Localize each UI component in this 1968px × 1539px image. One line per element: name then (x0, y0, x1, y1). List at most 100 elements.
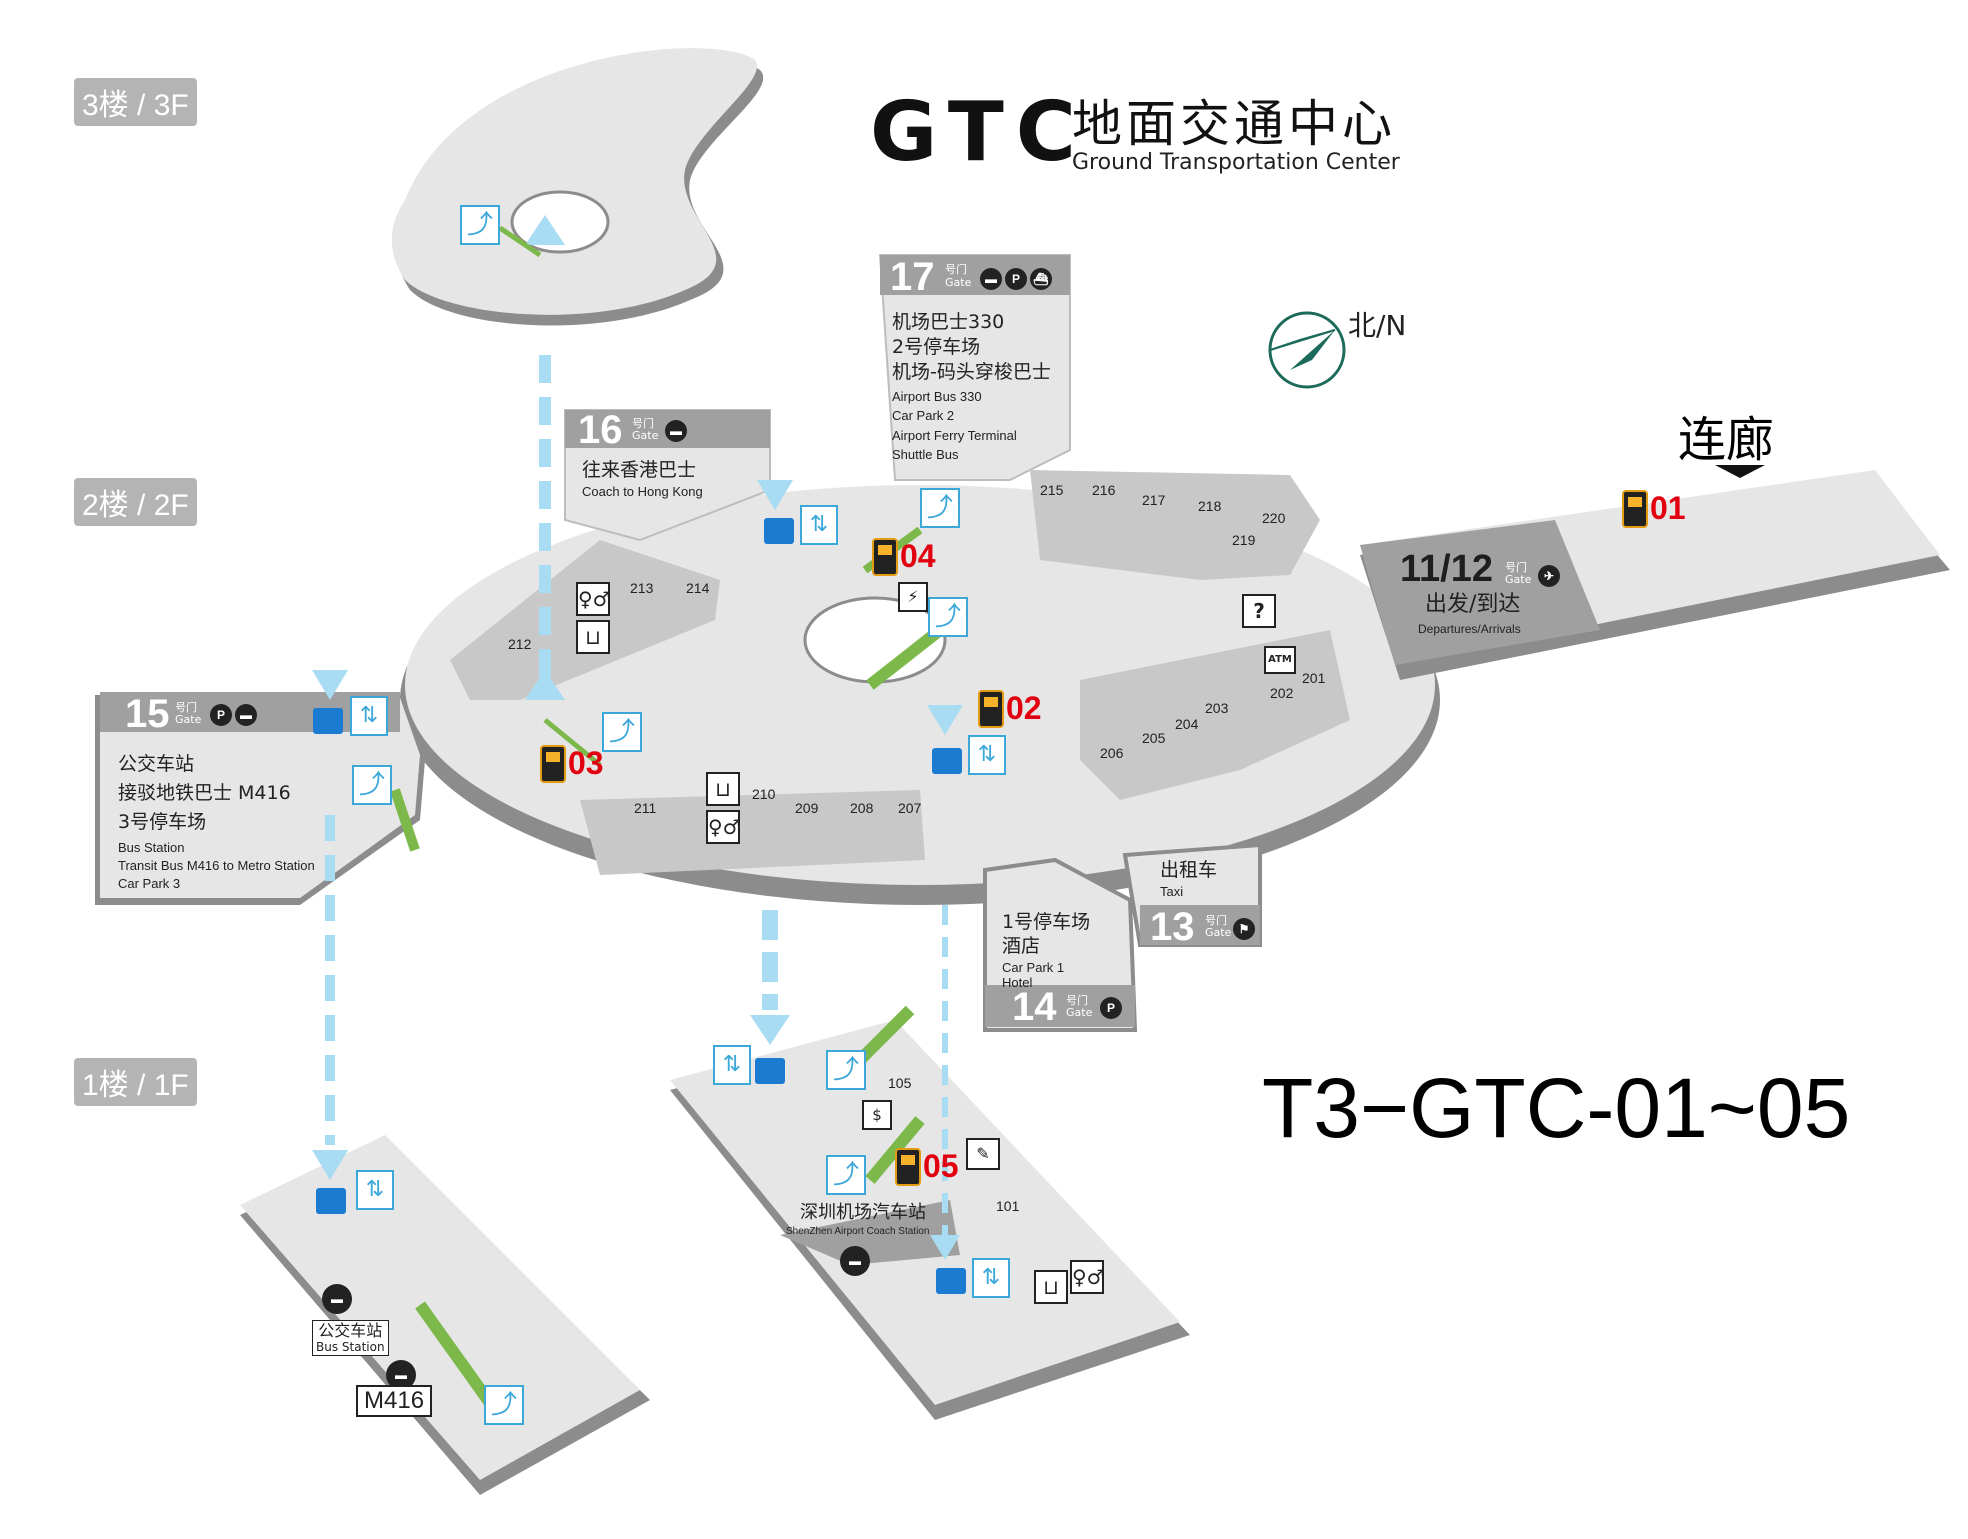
gate-17-number: 17 (890, 255, 935, 299)
bus-icon: ▬ (322, 1284, 352, 1314)
toilet-icon: ♀♂ (1070, 1260, 1105, 1294)
gate-15-line-3: 3号停车场 (118, 811, 207, 833)
escalator-icon[interactable]: ⤴ (602, 712, 642, 752)
room-215: 215 (1040, 482, 1064, 498)
machine-02[interactable]: 02 (1006, 690, 1042, 726)
gate-14-number: 14 (1012, 985, 1057, 1029)
bus-station-en: Bus Station (316, 1340, 385, 1354)
luggage-icon (932, 748, 962, 774)
map-code: T3−GTC-01~05 (1262, 1061, 1851, 1155)
gate-15-en: Gate (175, 713, 202, 726)
bus-icon: ▬ (980, 268, 1002, 290)
room-201: 201 (1302, 670, 1326, 686)
gate-13-line-1: 出租车 (1160, 859, 1218, 881)
room-202: 202 (1270, 685, 1294, 701)
room-105: 105 (888, 1075, 912, 1091)
gate-15-en-1: Bus Station (118, 840, 185, 855)
drinking-water-icon: ⊔ (1034, 1270, 1068, 1304)
gate-14-en-2: Hotel (1002, 975, 1033, 990)
room-204: 204 (1175, 716, 1199, 732)
gate-14-cn: 号门 (1066, 994, 1088, 1007)
escalator-icon[interactable]: ⤴ (460, 205, 500, 245)
gate-16-number: 16 (578, 408, 623, 452)
floor-tag-2f: 2楼 / 2F (74, 478, 197, 526)
gate-16-line-1: 往来香港巴士 (582, 459, 697, 481)
elevator-icon[interactable]: ⇅ (972, 1258, 1010, 1298)
gate-17-cn: 号门 (945, 263, 967, 276)
escalator-icon[interactable]: ⤴ (920, 488, 960, 528)
toilet-icon: ♀♂ (706, 810, 741, 844)
atm-icon[interactable]: ATM (1264, 646, 1296, 674)
ticket-machine-icon (1622, 490, 1648, 528)
luggage-icon (313, 708, 343, 734)
title-abbr: GTC (870, 85, 1088, 180)
floor-tag-1f: 1楼 / 1F (74, 1058, 197, 1106)
machine-04[interactable]: 04 (900, 538, 936, 574)
ticket-machine-icon (895, 1148, 921, 1186)
gate-14-line-1: 1号停车场 (1002, 911, 1091, 933)
gate-17-en-4: Shuttle Bus (892, 447, 959, 462)
charging-icon: ⚡ (898, 582, 928, 612)
coach-station-cn: 深圳机场汽车站 (800, 1202, 926, 1223)
bus-route-label: M416 (356, 1385, 433, 1417)
corridor-label: 连廊 (1678, 412, 1775, 468)
info-icon[interactable]: ? (1242, 594, 1276, 628)
ticket-machine-icon (978, 690, 1004, 728)
room-216: 216 (1092, 482, 1116, 498)
gate-16-en: Gate (632, 429, 659, 442)
gate-1112-number: 11/12 (1400, 548, 1493, 590)
room-217: 217 (1142, 492, 1166, 508)
room-213: 213 (630, 580, 654, 596)
gate-17-en-3: Airport Ferry Terminal (892, 428, 1017, 443)
ferry-icon: ⛴ (1030, 268, 1052, 290)
elevator-icon[interactable]: ⇅ (350, 696, 388, 736)
title-en: Ground Transportation Center (1072, 150, 1400, 175)
gate-17-line-2: 2号停车场 (892, 336, 981, 358)
gate-13-en: Gate (1205, 926, 1232, 939)
bus-icon: ▬ (840, 1246, 870, 1276)
gate-13-cn: 号门 (1205, 914, 1227, 927)
ticket-machine-icon (872, 538, 898, 576)
gate-17-line-1: 机场巴士330 (892, 311, 1005, 333)
escalator-icon[interactable]: ⤴ (826, 1050, 866, 1090)
room-205: 205 (1142, 730, 1166, 746)
gate-14-line-2: 酒店 (1002, 935, 1041, 957)
elevator-icon[interactable]: ⇅ (356, 1170, 394, 1210)
drinking-water-icon: ⊔ (576, 620, 610, 654)
escalator-icon[interactable]: ⤴ (928, 597, 968, 637)
escalator-icon[interactable]: ⤴ (484, 1385, 524, 1425)
title-cn: 地面交通中心 (1072, 95, 1396, 153)
gate-15-line-2: 接驳地铁巴士 M416 (118, 782, 291, 804)
gate-16-en-1: Coach to Hong Kong (582, 484, 703, 499)
floor-tag-3f: 3楼 / 3F (74, 78, 197, 126)
room-206: 206 (1100, 745, 1124, 761)
gate-15-en-3: Car Park 3 (118, 876, 181, 891)
toilet-icon: ♀♂ (576, 582, 611, 616)
escalator-icon[interactable]: ⤴ (826, 1155, 866, 1195)
elevator-icon[interactable]: ⇅ (713, 1045, 751, 1085)
luggage-icon (755, 1058, 785, 1084)
machine-05[interactable]: 05 (923, 1148, 959, 1184)
bus-icon: ▬ (665, 420, 687, 442)
parking-icon: P (1005, 268, 1027, 290)
elevator-icon[interactable]: ⇅ (968, 735, 1006, 775)
escalator-icon[interactable]: ⤴ (352, 765, 392, 805)
gate-13-number: 13 (1150, 905, 1195, 949)
room-214: 214 (686, 580, 710, 596)
room-209: 209 (795, 800, 819, 816)
luggage-icon (764, 518, 794, 544)
coach-station-en: ShenZhen Airport Coach Station (786, 1226, 930, 1237)
machine-03[interactable]: 03 (568, 745, 604, 781)
gate-15-en-2: Transit Bus M416 to Metro Station (118, 858, 315, 873)
plane-icon: ✈ (1538, 565, 1560, 587)
bus-station-cn: 公交车站 (318, 1321, 383, 1340)
elevator-icon[interactable]: ⇅ (800, 505, 838, 545)
machine-01[interactable]: 01 (1650, 490, 1686, 526)
gate-14-en-1: Car Park 1 (1002, 960, 1065, 975)
bus-station-label: 公交车站 Bus Station (312, 1320, 389, 1356)
room-203: 203 (1205, 700, 1229, 716)
gate-13-en-1: Taxi (1160, 884, 1184, 899)
room-208: 208 (850, 800, 874, 816)
gate-1112-cn: 号门 (1505, 561, 1527, 574)
gate-15-cn: 号门 (175, 701, 197, 714)
